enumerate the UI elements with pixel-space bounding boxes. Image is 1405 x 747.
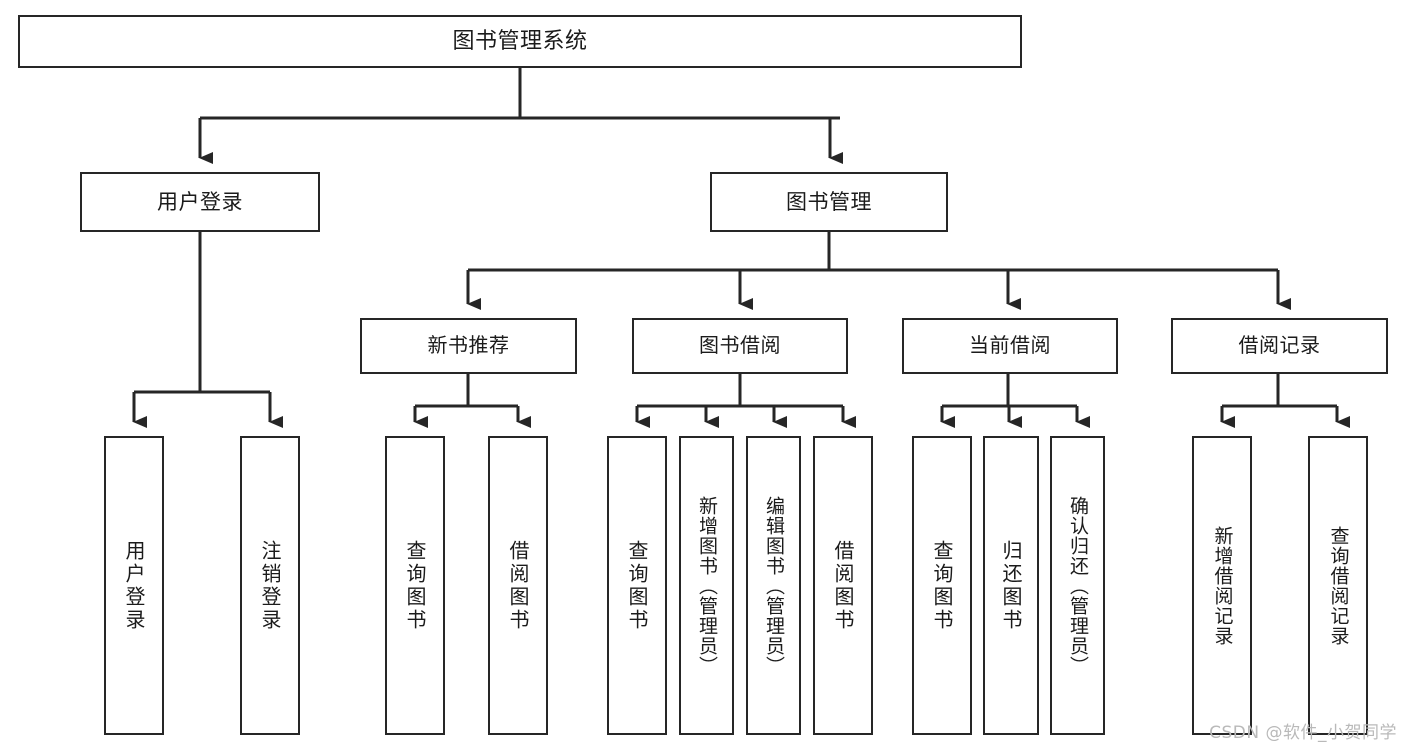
- node-label: 新增借阅记录: [1211, 525, 1234, 646]
- node-label: 查询借阅记录: [1327, 525, 1350, 646]
- node-label: 查询图书: [625, 539, 649, 632]
- node-label: 借阅图书: [831, 539, 855, 632]
- leaf-edit-book-admin[interactable]: 编辑图书（管理员）: [746, 436, 801, 735]
- node-label: 借阅图书: [506, 539, 530, 632]
- node-label: 借阅记录: [1238, 333, 1321, 358]
- node-label: 归还图书: [999, 539, 1023, 632]
- leaf-borrow-book-recommend[interactable]: 借阅图书: [488, 436, 548, 735]
- leaf-user-login[interactable]: 用户登录: [104, 436, 164, 735]
- node-label: 注销登录: [258, 539, 282, 632]
- node-book-borrow[interactable]: 图书借阅: [632, 318, 848, 374]
- leaf-add-borrow-record[interactable]: 新增借阅记录: [1192, 436, 1252, 735]
- leaf-query-borrow-record[interactable]: 查询借阅记录: [1308, 436, 1368, 735]
- node-label: 确认归还（管理员）: [1067, 495, 1089, 676]
- node-user-login[interactable]: 用户登录: [80, 172, 320, 232]
- csdn-watermark: CSDN @软件_小贺同学: [1209, 723, 1397, 743]
- node-book-management[interactable]: 图书管理: [710, 172, 948, 232]
- node-label: 图书管理: [786, 189, 872, 214]
- node-current-borrow[interactable]: 当前借阅: [902, 318, 1118, 374]
- leaf-query-book-borrow[interactable]: 查询图书: [607, 436, 667, 735]
- leaf-query-book-recommend[interactable]: 查询图书: [385, 436, 445, 735]
- node-label: 图书借阅: [699, 333, 781, 358]
- node-label: 当前借阅: [969, 333, 1051, 358]
- leaf-borrow-book[interactable]: 借阅图书: [813, 436, 873, 735]
- node-label: 新增图书（管理员）: [696, 495, 718, 676]
- node-label: 新书推荐: [427, 333, 510, 358]
- node-label: 用户登录: [122, 539, 146, 632]
- node-root-system[interactable]: 图书管理系统: [18, 15, 1022, 68]
- node-label: 查询图书: [930, 539, 954, 632]
- node-label: 图书管理系统: [452, 28, 588, 54]
- node-label: 编辑图书（管理员）: [763, 495, 785, 676]
- leaf-confirm-return-admin[interactable]: 确认归还（管理员）: [1050, 436, 1105, 735]
- node-label: 用户登录: [157, 189, 243, 214]
- node-borrow-record[interactable]: 借阅记录: [1171, 318, 1388, 374]
- node-label: 查询图书: [403, 539, 427, 632]
- node-new-book-recommend[interactable]: 新书推荐: [360, 318, 577, 374]
- leaf-return-book[interactable]: 归还图书: [983, 436, 1039, 735]
- leaf-add-book-admin[interactable]: 新增图书（管理员）: [679, 436, 734, 735]
- leaf-logout[interactable]: 注销登录: [240, 436, 300, 735]
- leaf-query-book-current[interactable]: 查询图书: [912, 436, 972, 735]
